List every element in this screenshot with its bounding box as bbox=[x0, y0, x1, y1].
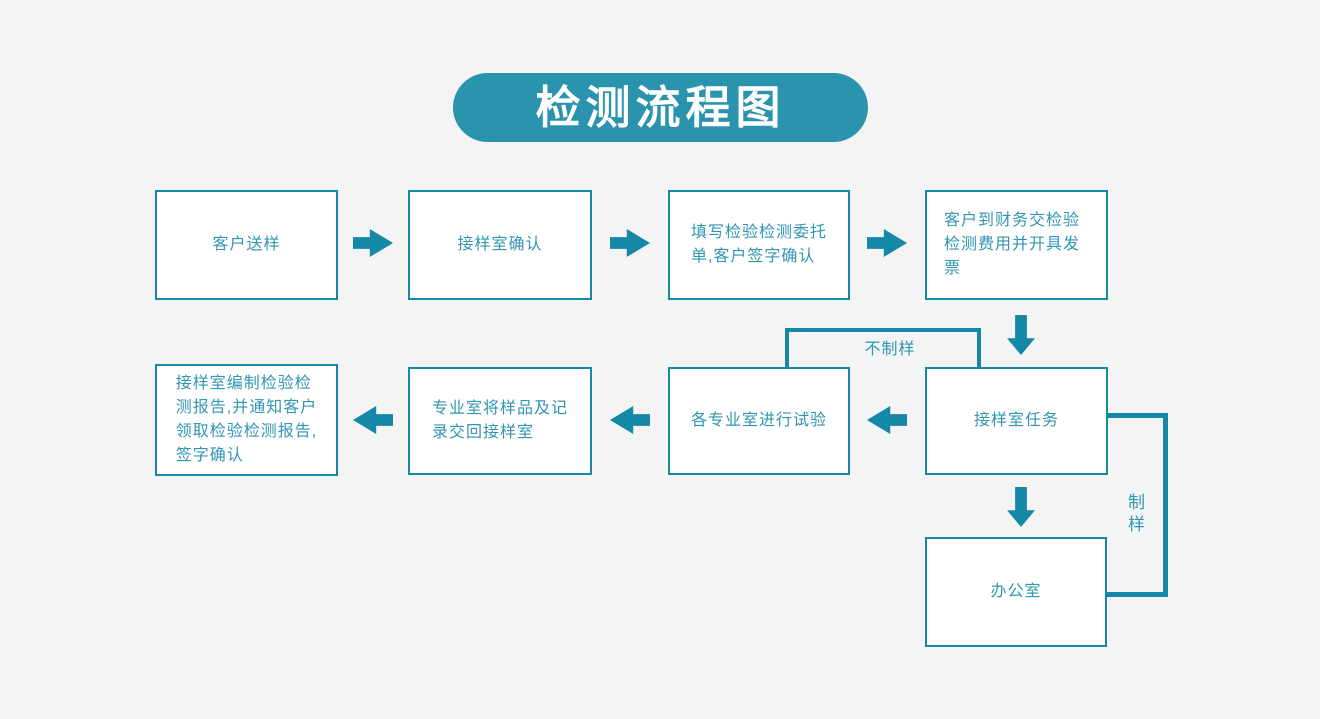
connector-prep-top bbox=[1106, 413, 1168, 418]
arrow-left-icon bbox=[610, 406, 650, 434]
flow-box-return-samples-records: 专业室将样品及记 录交回接样室 bbox=[408, 367, 592, 475]
title-banner: 检测流程图 bbox=[453, 73, 868, 142]
connector-no-prep-right-leg bbox=[977, 328, 981, 368]
flow-box-fill-commission-form: 填写检验检测委托 单,客户签字确认 bbox=[668, 190, 850, 300]
flow-box-sample-room-task: 接样室任务 bbox=[925, 367, 1108, 475]
flow-box-prepare-report: 接样室编制检验检 测报告,并通知客户 领取检验检测报告, 签字确认 bbox=[155, 364, 338, 476]
box-label: 专业室将样品及记 录交回接样室 bbox=[431, 400, 568, 441]
flow-box-sample-room-confirm: 接样室确认 bbox=[408, 190, 592, 300]
box-label: 客户送样 bbox=[212, 236, 281, 253]
arrow-down-icon bbox=[1007, 315, 1035, 355]
box-label: 客户到财务交检验 检测费用并开具发票 bbox=[944, 212, 1081, 277]
flow-box-customer-sends-sample: 客户送样 bbox=[155, 190, 338, 300]
arrow-right-icon bbox=[353, 229, 393, 257]
arrow-right-icon bbox=[867, 229, 907, 257]
box-label: 填写检验检测委托 单,客户签字确认 bbox=[690, 224, 827, 265]
connector-no-prep-horizontal bbox=[785, 328, 981, 332]
arrow-right-icon bbox=[610, 229, 650, 257]
arrow-left-icon bbox=[353, 406, 393, 434]
box-label: 各专业室进行试验 bbox=[690, 412, 827, 429]
page-title: 检测流程图 bbox=[535, 82, 786, 133]
connector-prep-vertical bbox=[1163, 413, 1168, 597]
box-label: 接样室确认 bbox=[457, 236, 543, 253]
connector-prep-bottom bbox=[1106, 592, 1168, 597]
flow-box-labs-run-tests: 各专业室进行试验 bbox=[668, 367, 850, 475]
box-label: 办公室 bbox=[990, 583, 1042, 600]
label-no-sample-prep: 不制样 bbox=[864, 341, 916, 358]
flow-box-office: 办公室 bbox=[925, 537, 1107, 647]
arrow-left-icon bbox=[867, 406, 907, 434]
arrow-down-icon bbox=[1007, 487, 1035, 527]
box-label: 接样室编制检验检 测报告,并通知客户 领取检验检测报告, 签字确认 bbox=[175, 375, 318, 464]
box-label: 接样室任务 bbox=[973, 412, 1059, 429]
flow-box-pay-fee-invoice: 客户到财务交检验 检测费用并开具发票 bbox=[925, 190, 1108, 300]
label-sample-prep: 制样 bbox=[1128, 493, 1146, 534]
connector-no-prep-left-leg bbox=[785, 328, 789, 368]
